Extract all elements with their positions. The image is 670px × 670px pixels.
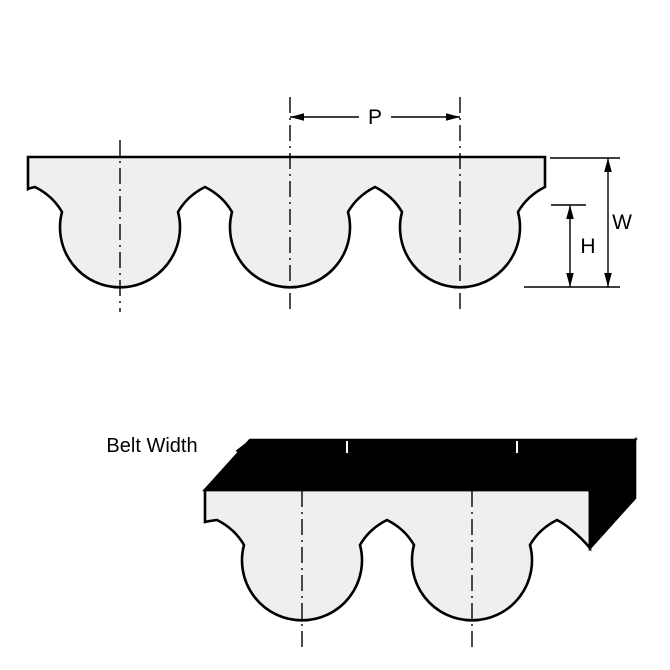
height-arrow-top: [566, 205, 574, 219]
belt-width-arrowhead: [235, 442, 247, 456]
pitch-dimension: P: [290, 106, 460, 129]
belt-profile-front: [203, 488, 592, 622]
height-label: H: [580, 235, 595, 258]
belt-width-arrow-line: [213, 448, 243, 486]
perspective-view: Belt Width: [106, 435, 638, 650]
top-view-cross-section: P W H: [26, 97, 632, 312]
pitch-arrow-left: [290, 113, 304, 121]
belt-top-surface: [202, 438, 638, 492]
height-arrow-bottom: [566, 273, 574, 287]
width-arrow-top: [604, 158, 612, 172]
width-arrow-bottom: [604, 273, 612, 287]
pitch-label: P: [368, 106, 382, 129]
height-dimension: H: [551, 204, 596, 287]
width-label: W: [612, 211, 632, 234]
belt-side-surface: [588, 436, 637, 552]
belt-profile-top: [26, 155, 547, 289]
pitch-arrow-right: [446, 113, 460, 121]
belt-width-label: Belt Width: [106, 435, 197, 457]
width-dimension: W: [524, 157, 632, 288]
